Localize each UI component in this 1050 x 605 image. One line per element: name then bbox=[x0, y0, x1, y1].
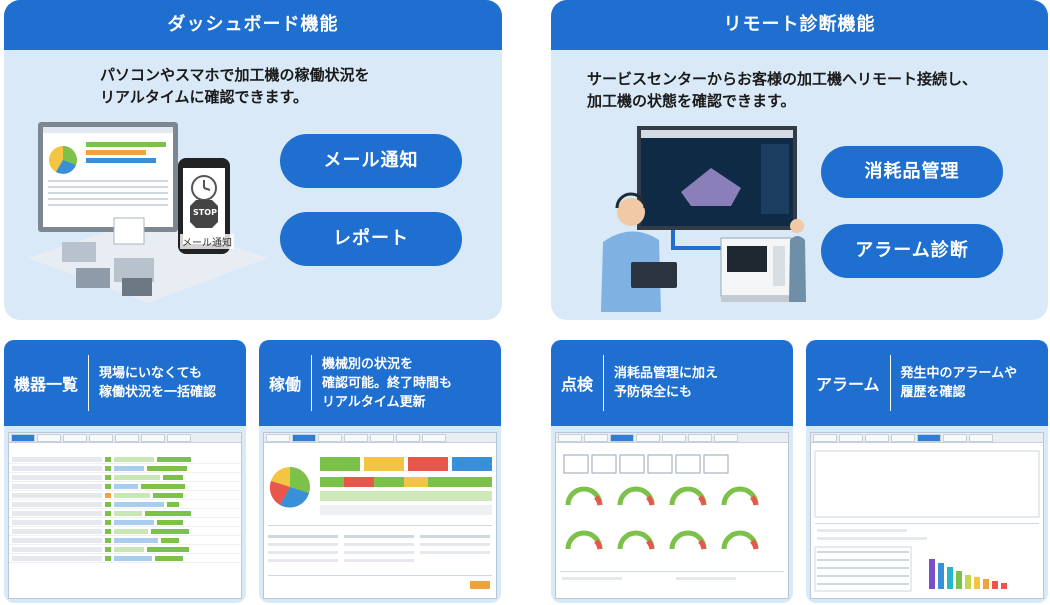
card-equipment-list-title: 機器一覧 bbox=[14, 375, 79, 394]
dashboard-illustration-art bbox=[28, 122, 268, 303]
alarm-diagnosis-button[interactable]: アラーム診断 bbox=[821, 224, 1003, 278]
card-alarm-desc: 発生中のアラームや 履歴を確認 bbox=[900, 366, 1018, 400]
card-inspection-desc: 消耗品管理に加え 予防保全にも bbox=[614, 366, 719, 400]
card-alarm-title: アラーム bbox=[816, 375, 880, 394]
consumable-management-button[interactable]: 消耗品管理 bbox=[821, 146, 1003, 198]
operation-screenshot bbox=[263, 432, 497, 599]
mail-notification-button[interactable]: メール通知 bbox=[280, 134, 462, 188]
phone-stop-text: STOP bbox=[193, 208, 217, 217]
card-operation-title: 稼働 bbox=[269, 375, 302, 394]
alarm-screenshot-art bbox=[814, 450, 1040, 592]
inspection-screenshot-art bbox=[560, 454, 784, 580]
remote-panel: リモート診断機能 サービスセンターからお客様の加工機へリモート接続し、 加工機の… bbox=[551, 0, 1048, 320]
remote-illustration bbox=[591, 122, 811, 312]
dashboard-description: パソコンやスマホで加工機の稼働状況を リアルタイムに確認できます。 bbox=[100, 66, 370, 106]
card-inspection[interactable]: 点検 消耗品管理に加え 予防保全にも bbox=[551, 340, 793, 603]
card-operation[interactable]: 稼働 機械別の状況を 確認可能。終了時間も リアルタイム更新 bbox=[259, 340, 501, 603]
report-button[interactable]: レポート bbox=[280, 212, 462, 266]
card-equipment-list-desc: 現場にいなくても 稼働状況を一括確認 bbox=[99, 366, 217, 400]
mail-notification-caption: メール通知 bbox=[180, 234, 234, 249]
card-inspection-title: 点検 bbox=[561, 375, 594, 394]
dashboard-illustration: STOP メール通知 bbox=[18, 118, 278, 308]
card-operation-desc: 機械別の状況を 確認可能。終了時間も リアルタイム更新 bbox=[322, 356, 453, 410]
remote-illustration-art bbox=[601, 126, 806, 312]
operation-screenshot-art bbox=[268, 457, 492, 589]
remote-description: サービスセンターからお客様の加工機へリモート接続し、 加工機の状態を確認できます… bbox=[587, 70, 978, 110]
remote-title: リモート診断機能 bbox=[551, 0, 1048, 50]
dashboard-title: ダッシュボード機能 bbox=[4, 0, 502, 50]
card-equipment-list[interactable]: 機器一覧 現場にいなくても 稼働状況を一括確認 bbox=[4, 340, 246, 603]
equipment-list-screenshot bbox=[8, 432, 242, 599]
dashboard-panel: ダッシュボード機能 パソコンやスマホで加工機の稼働状況を リアルタイムに確認でき… bbox=[4, 0, 502, 320]
alarm-screenshot bbox=[810, 432, 1044, 599]
card-alarm[interactable]: アラーム 発生中のアラームや 履歴を確認 bbox=[806, 340, 1048, 603]
inspection-screenshot bbox=[555, 432, 789, 599]
